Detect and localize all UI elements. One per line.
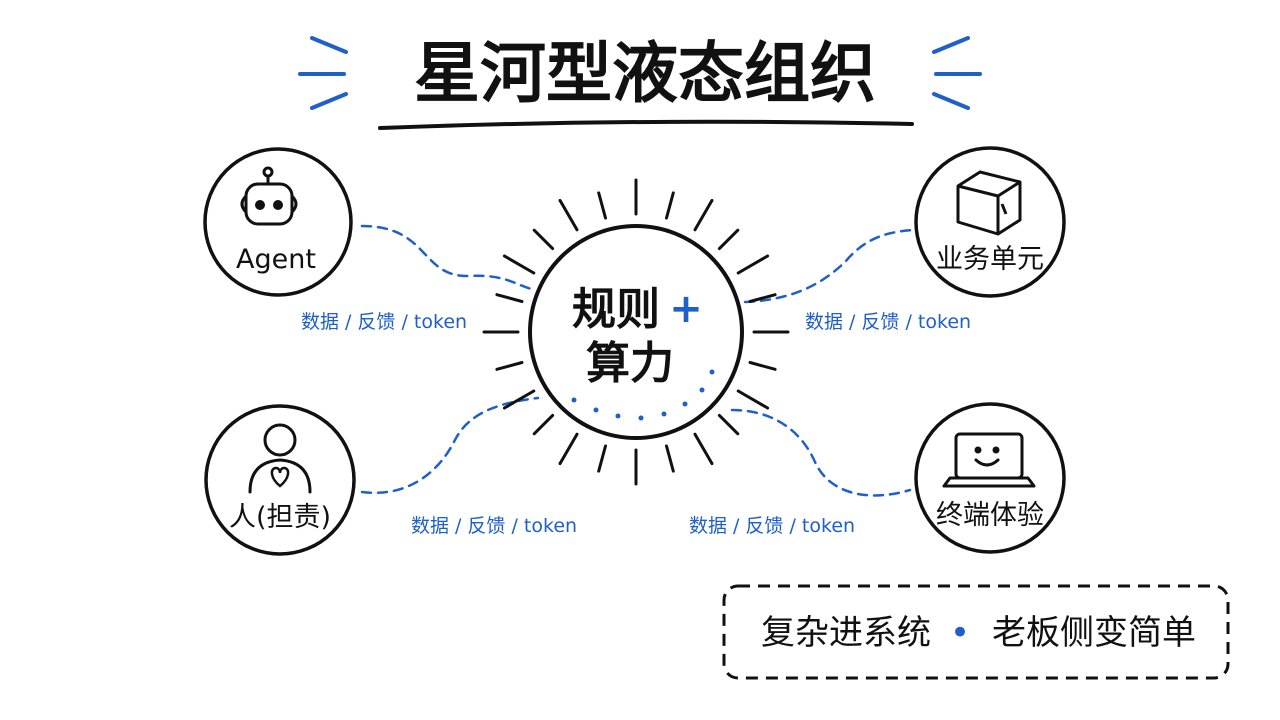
title-underline (378, 119, 914, 130)
edge-label-human: 数据 / 反馈 / token (411, 515, 577, 537)
sun-ray (558, 432, 579, 466)
footer-bullet: • (950, 613, 970, 653)
sun-ray (693, 198, 714, 232)
connector-business (743, 228, 916, 304)
person-heart-icon (248, 423, 312, 494)
connector-agent (360, 224, 537, 292)
sun-ray (532, 413, 555, 436)
node-human-label: 人(担责) (229, 502, 331, 533)
connector-human (360, 396, 540, 495)
laptop-smile-icon (942, 432, 1036, 488)
center-label-line1: 规则 (572, 284, 660, 335)
node-business-circle (914, 146, 1066, 298)
node-agent: Agent (203, 147, 353, 297)
edge-label-agent: 数据 / 反馈 / token (301, 311, 467, 333)
sun-ray (495, 361, 524, 371)
edge-label-terminal: 数据 / 反馈 / token (689, 515, 855, 537)
edge-label-business: 数据 / 反馈 / token (805, 311, 971, 333)
node-terminal: 终端体验 (914, 402, 1066, 554)
sun-ray (597, 191, 607, 220)
page-title: 星河型液态组织 (414, 35, 876, 112)
node-terminal-label: 终端体验 (936, 500, 1044, 531)
sun-ray (717, 413, 740, 436)
sun-ray (736, 254, 770, 275)
sun-ray (597, 444, 607, 473)
node-human-circle (204, 404, 356, 556)
center-hub: 规则 + 算力 (482, 178, 790, 486)
sun-rays (482, 178, 790, 486)
center-dotted-arc (571, 369, 715, 421)
footer-right-text: 老板侧变简单 (992, 613, 1196, 653)
sun-ray (502, 389, 536, 410)
sun-ray (717, 228, 740, 251)
robot-icon (240, 166, 298, 226)
node-human: 人(担责) (204, 404, 356, 556)
sun-ray (748, 293, 777, 303)
sun-ray (502, 254, 536, 275)
center-circle (528, 224, 744, 440)
node-agent-label: Agent (236, 244, 316, 275)
node-agent-circle (203, 147, 353, 297)
node-business-label: 业务单元 (936, 244, 1044, 275)
sun-ray (495, 293, 524, 303)
title-group: 星河型液态组织 (298, 35, 982, 130)
connector-terminal (730, 408, 912, 497)
footer-left-text: 复杂进系统 (761, 613, 931, 653)
connectors (360, 224, 916, 497)
sun-ray (665, 191, 675, 220)
sun-ray (665, 444, 675, 473)
box-icon (956, 170, 1022, 236)
sun-ray (532, 228, 555, 251)
center-label-line2: 算力 (586, 338, 674, 389)
sun-ray (693, 432, 714, 466)
node-business: 业务单元 (914, 146, 1066, 298)
footer-dashed-box (722, 584, 1230, 680)
title-accent-left (298, 36, 348, 110)
center-plus: + (669, 286, 703, 332)
sun-ray (748, 361, 777, 371)
sun-ray (736, 389, 770, 410)
sun-ray (558, 198, 579, 232)
title-accent-right (932, 36, 982, 110)
footer-callout: 复杂进系统 • 老板侧变简单 (722, 584, 1230, 680)
